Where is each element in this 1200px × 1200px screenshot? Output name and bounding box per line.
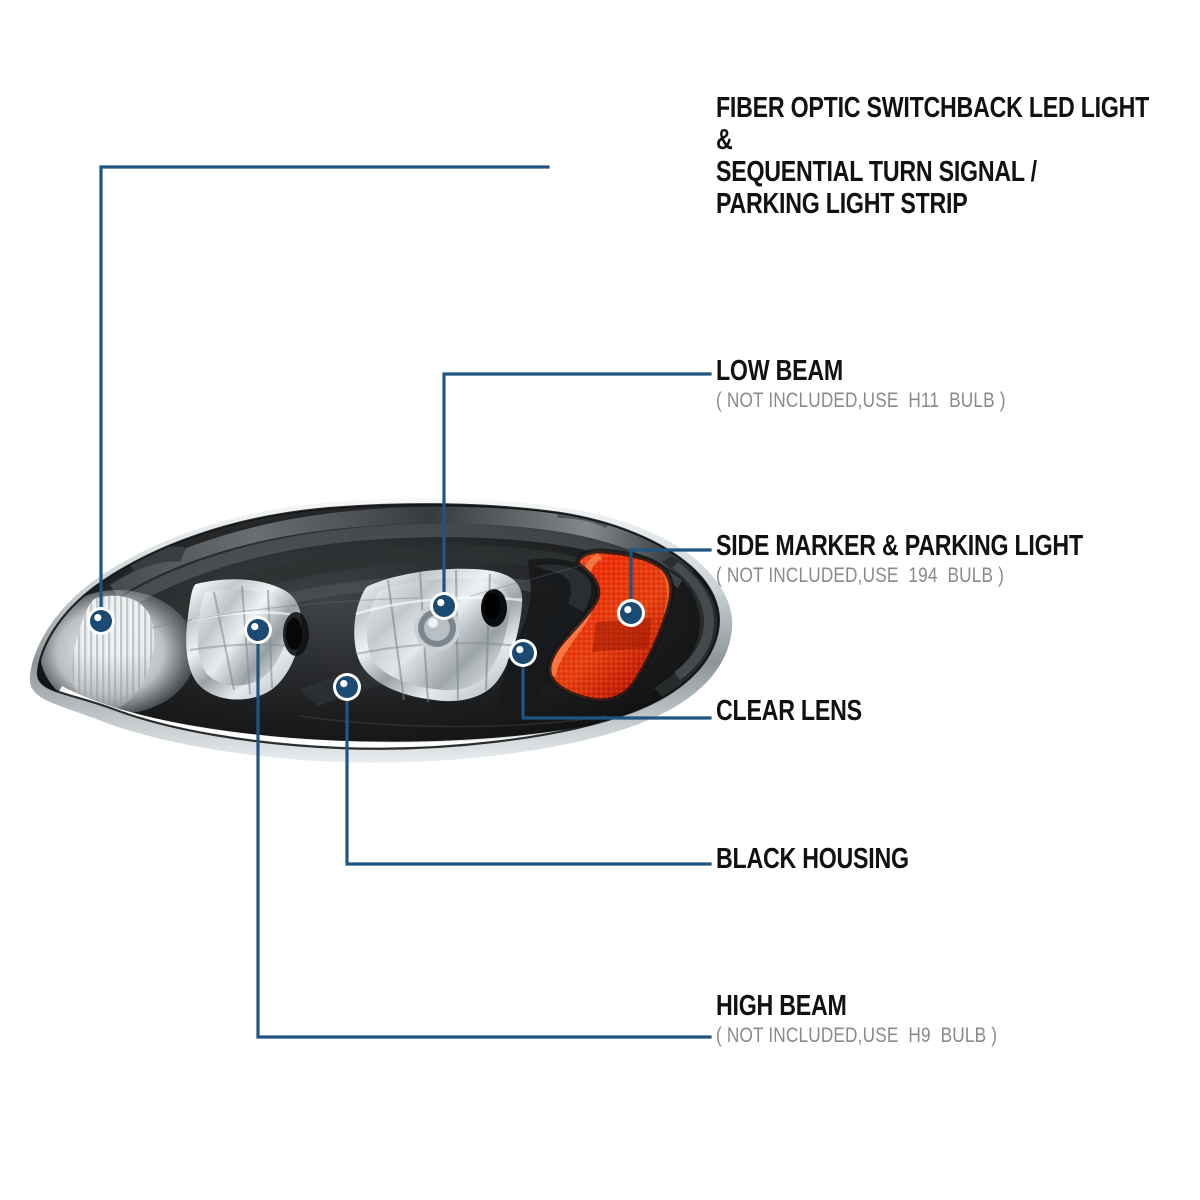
callout-high-beam: HIGH BEAM ( NOT INCLUDED,USE H9 BULB ): [716, 990, 1059, 1048]
high-beam-reflector: [186, 579, 309, 700]
marker-highlight: [94, 614, 102, 622]
callout-title: HIGH BEAM: [716, 990, 847, 1022]
low-beam-reflector: [354, 568, 523, 703]
marker-dot-side-marker-parking-light[interactable]: [617, 599, 645, 627]
callout-title: BLACK HOUSING: [716, 843, 909, 875]
marker-core: [247, 619, 269, 641]
marker-dot-high-beam[interactable]: [244, 616, 272, 644]
marker-dot-low-beam[interactable]: [430, 592, 458, 620]
marker-dot-black-housing[interactable]: [333, 673, 361, 701]
marker-highlight: [516, 646, 524, 654]
callout-fiber-optic-led: FIBER OPTIC SWITCHBACK LED LIGHT&SEQUENT…: [716, 92, 1200, 220]
callout-title: CLEAR LENS: [716, 695, 862, 727]
callout-subtitle: ( NOT INCLUDED,USE 194 BULB ): [716, 564, 1005, 587]
marker-core: [512, 642, 534, 664]
callout-clear-lens: CLEAR LENS: [716, 695, 898, 727]
marker-highlight: [437, 599, 445, 607]
leader-line-clear-lens: [521, 651, 712, 720]
leader-line-side-marker-parking-light: [629, 548, 712, 615]
marker-core: [90, 610, 112, 632]
marker-core: [336, 676, 358, 698]
marker-highlight: [251, 623, 259, 631]
leader-line-high-beam: [256, 628, 712, 1039]
callout-title: LOW BEAM: [716, 355, 843, 387]
marker-core: [620, 602, 642, 624]
callout-title: FIBER OPTIC SWITCHBACK LED LIGHT&SEQUENT…: [716, 92, 1150, 220]
leader-line-low-beam: [442, 372, 712, 608]
callout-subtitle: ( NOT INCLUDED,USE H9 BULB ): [716, 1024, 998, 1047]
callout-title: SIDE MARKER & PARKING LIGHT: [716, 530, 1083, 562]
marker-core: [433, 595, 455, 617]
marker-highlight: [340, 680, 348, 688]
callout-low-beam: LOW BEAM ( NOT INCLUDED,USE H11 BULB ): [716, 355, 1069, 413]
marker-highlight: [624, 606, 632, 614]
callout-black-housing: BLACK HOUSING: [716, 843, 957, 875]
marker-dot-clear-lens[interactable]: [509, 639, 537, 667]
marker-dot-fiber-optic-led[interactable]: [87, 607, 115, 635]
housing-top-trim: [110, 506, 694, 597]
leader-line-black-housing: [345, 685, 712, 866]
callout-side-marker-parking-light: SIDE MARKER & PARKING LIGHT ( NOT INCLUD…: [716, 530, 1175, 588]
leader-line-fiber-optic-led: [99, 165, 550, 623]
callout-subtitle: ( NOT INCLUDED,USE H11 BULB ): [716, 389, 1006, 412]
